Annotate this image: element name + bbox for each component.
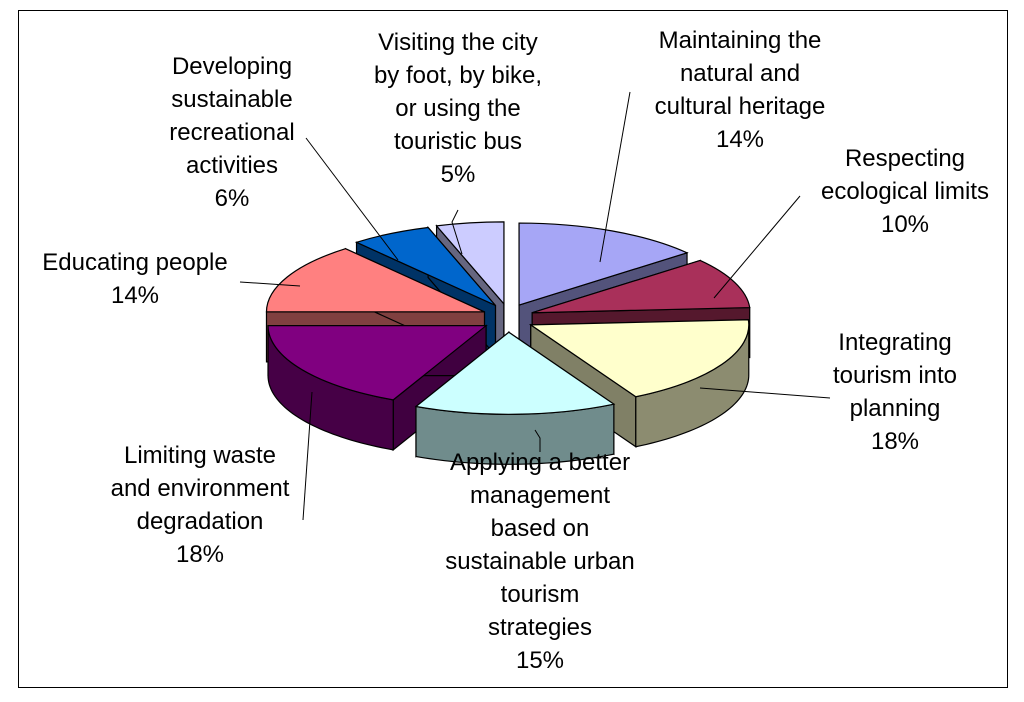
slice-percent-label-3: 15% (516, 647, 564, 674)
slice-label-1-line-0: Respecting (845, 145, 965, 172)
slice-label-3-line-3: sustainable urban (445, 548, 634, 575)
slice-percent-label-6: 6% (215, 185, 250, 212)
leader-line-2 (699, 387, 831, 399)
slice-label-3-line-0: Applying a better (450, 449, 630, 476)
slice-label-4-line-1: and environment (111, 475, 290, 502)
slice-label-4-line-2: degradation (137, 508, 264, 535)
leader-line-1 (713, 195, 801, 299)
slice-label-3-line-1: management (470, 482, 610, 509)
leader-lines-layer (239, 91, 831, 521)
slice-label-6-line-2: recreational (169, 119, 294, 146)
slice-percent-label-1: 10% (881, 211, 929, 238)
slice-label-3-line-4: tourism (501, 581, 580, 608)
slice-labels-layer: Maintaining the natural and cultural herit… (42, 27, 989, 674)
slice-percent-label-7: 5% (441, 161, 476, 188)
slice-top-2 (528, 319, 750, 398)
leader-line-6 (305, 137, 399, 261)
slice-label-7-line-3: touristic bus (394, 128, 522, 155)
slice-label-6-line-0: Developing (172, 53, 292, 80)
slice-percent-label-4: 18% (176, 541, 224, 568)
slice-label-3-line-5: strategies (488, 614, 592, 641)
slice-percent-label-5: 14% (111, 282, 159, 309)
slice-top-1 (531, 259, 751, 314)
slice-top-3 (414, 331, 616, 415)
leader-line-4 (302, 391, 313, 521)
slice-label-6-line-3: activities (186, 152, 278, 179)
slice-label-3-line-2: based on (491, 515, 590, 542)
slice-top-4 (267, 325, 488, 401)
slice-label-7-line-1: by foot, by bike, (374, 62, 542, 89)
slice-label-5-line-0: Educating people (42, 249, 227, 276)
leader-line-7 (451, 209, 463, 255)
leader-line-3 (534, 429, 541, 452)
slice-label-4-line-0: Limiting waste (124, 442, 276, 469)
slice-label-0-line-2: cultural heritage (655, 93, 826, 120)
slice-top-0 (518, 222, 689, 306)
slice-percent-label-0: 14% (716, 126, 764, 153)
leader-line-0 (599, 91, 631, 263)
slice-label-0-line-1: natural and (680, 60, 800, 87)
slice-label-0-line-0: Maintaining the (659, 27, 822, 54)
slice-label-2-line-0: Integrating (838, 329, 951, 356)
slice-percent-label-2: 18% (871, 428, 919, 455)
slice-label-6-line-1: sustainable (171, 86, 292, 113)
slice-label-2-line-1: tourism into (833, 362, 957, 389)
slice-label-2-line-2: planning (850, 395, 941, 422)
slice-label-7-line-0: Visiting the city (378, 29, 538, 56)
slice-top-7 (435, 221, 505, 306)
slice-tops-layer (265, 221, 751, 415)
leader-line-5 (239, 281, 301, 287)
slice-top-6 (354, 226, 496, 307)
slice-label-1-line-1: ecological limits (821, 178, 989, 205)
slice-label-7-line-2: or using the (395, 95, 520, 122)
slice-top-5 (265, 248, 485, 313)
